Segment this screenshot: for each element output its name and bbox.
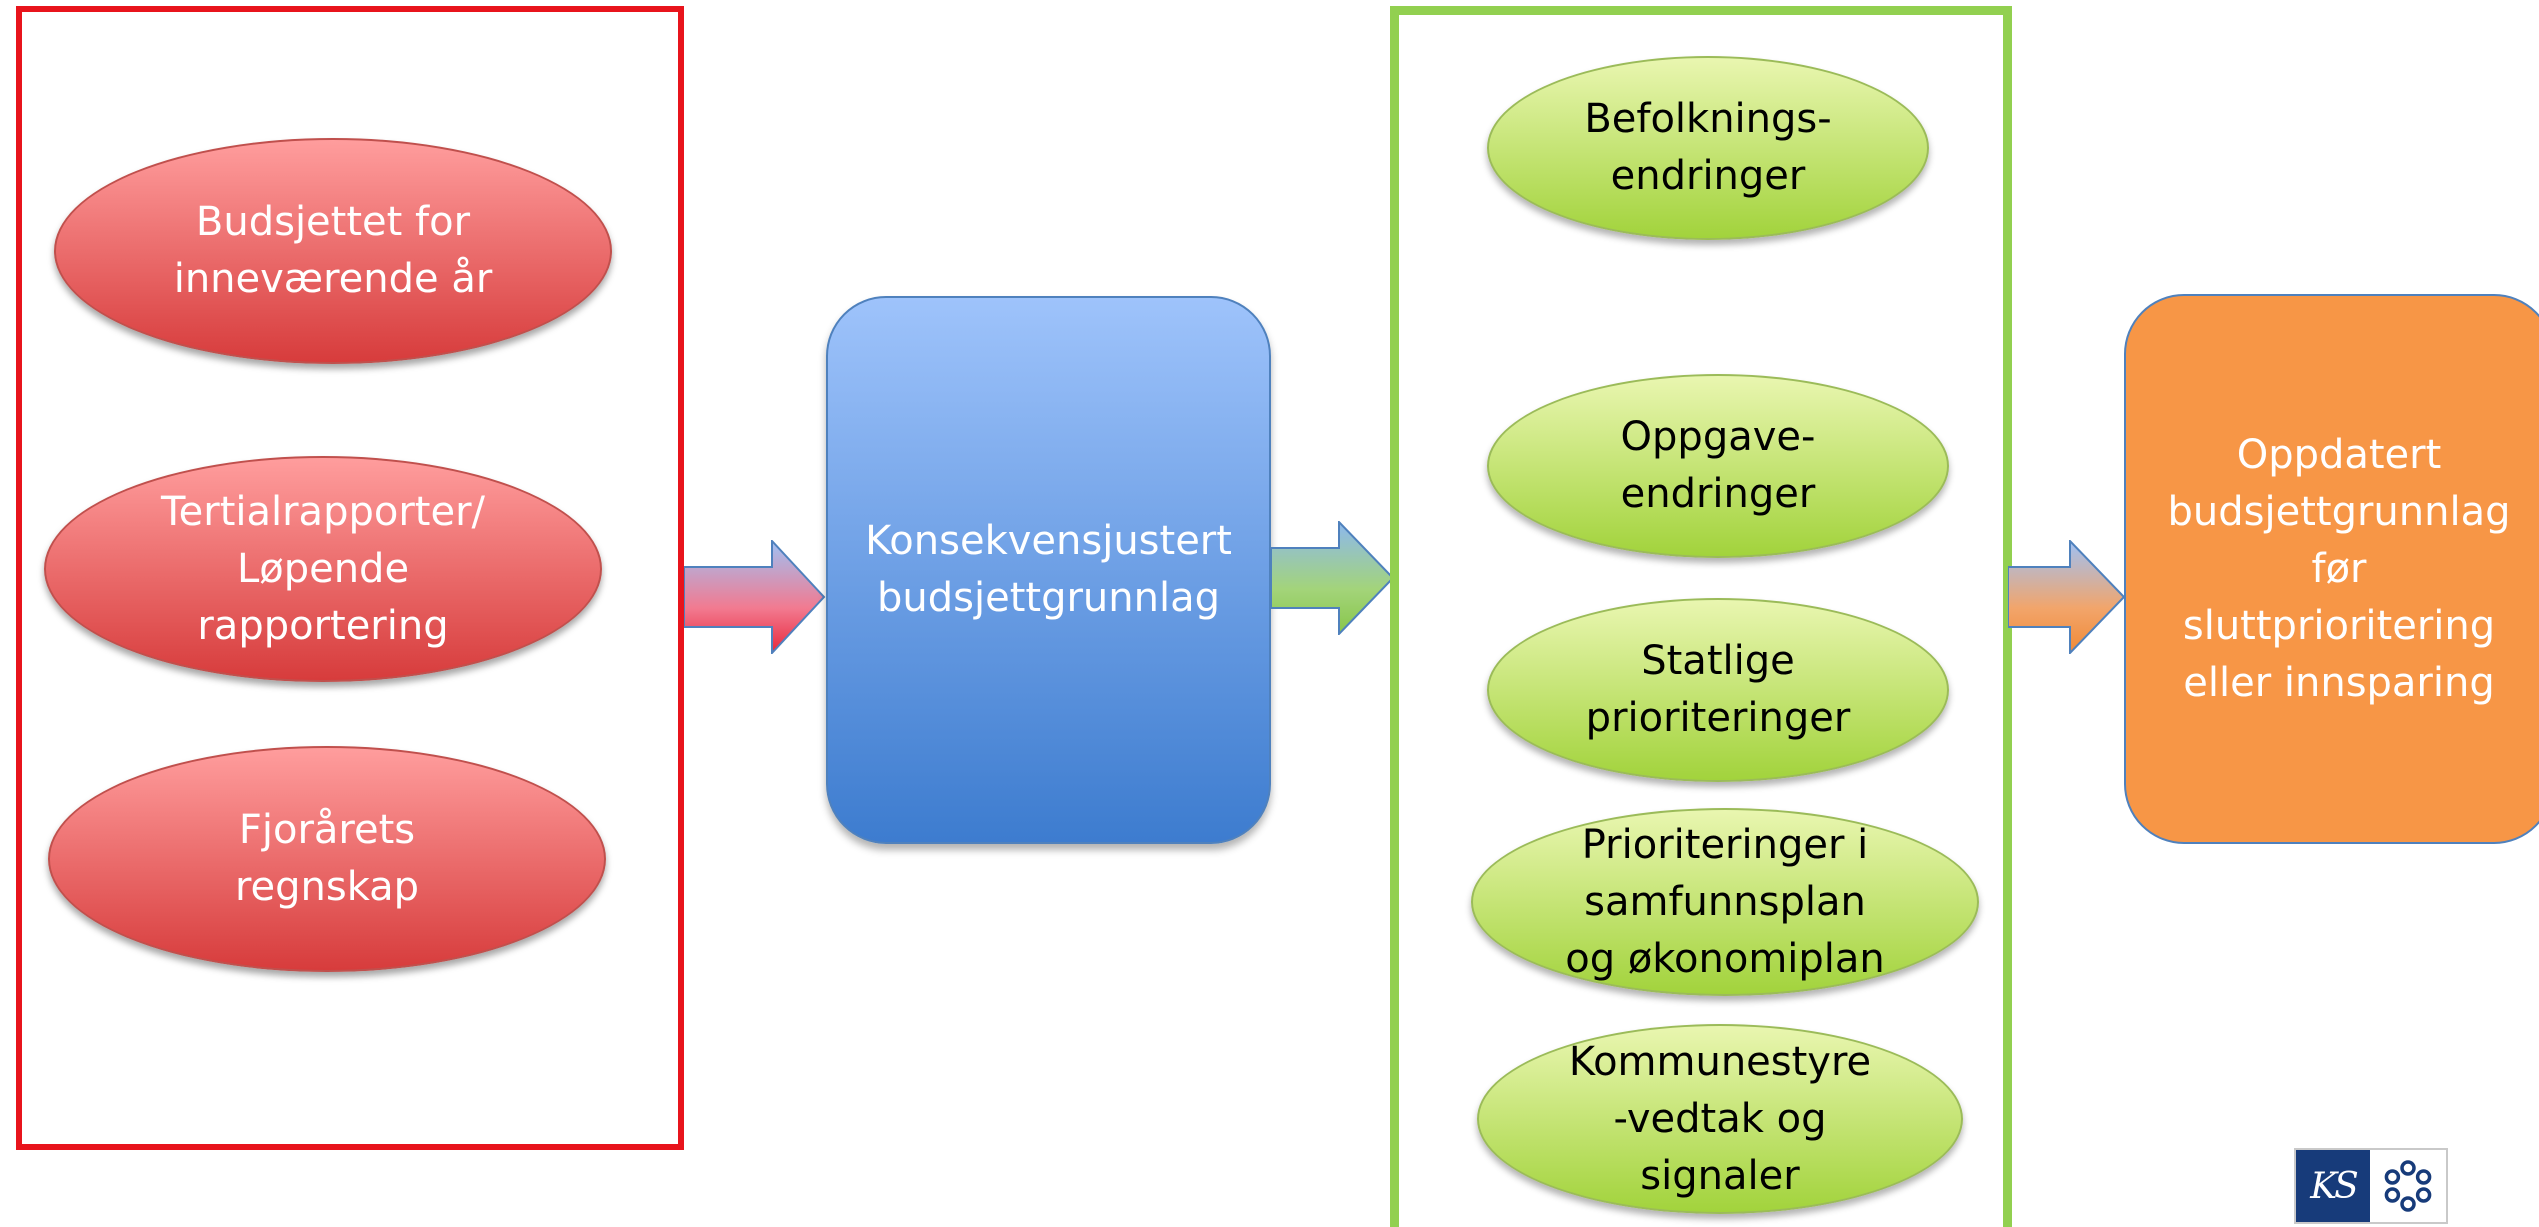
task-changes-ellipse: Oppgave- endringer	[1487, 374, 1949, 558]
plan-priorities-ellipse: Prioriteringer i samfunnsplan og økonomi…	[1471, 808, 1979, 996]
ks-logo-text: KS	[2296, 1150, 2370, 1222]
current-year-budget-ellipse: Budsjettet for inneværende år	[54, 138, 612, 364]
updated-budget-base-box: Oppdatert budsjettgrunnlag før sluttprio…	[2124, 294, 2539, 844]
arrow-to-updated-base	[2008, 540, 2126, 654]
tertial-reports-ellipse: Tertialrapporter/ Løpende rapportering	[44, 456, 602, 682]
arrow-to-adjusted-base	[684, 540, 826, 654]
inputs-group-frame	[16, 6, 684, 1150]
council-decisions-ellipse: Kommunestyre -vedtak og signaler	[1477, 1024, 1963, 1214]
ks-logo: KS	[2294, 1148, 2448, 1224]
state-priorities-ellipse: Statlige prioriteringer	[1487, 598, 1949, 782]
last-year-accounts-ellipse: Fjorårets regnskap	[48, 746, 606, 972]
chain-ring-icon	[2370, 1150, 2446, 1222]
population-changes-ellipse: Befolknings- endringer	[1487, 56, 1929, 240]
adjusted-budget-base-box: Konsekvensjustert budsjettgrunnlag	[826, 296, 1271, 844]
arrow-to-changes	[1271, 521, 1395, 635]
